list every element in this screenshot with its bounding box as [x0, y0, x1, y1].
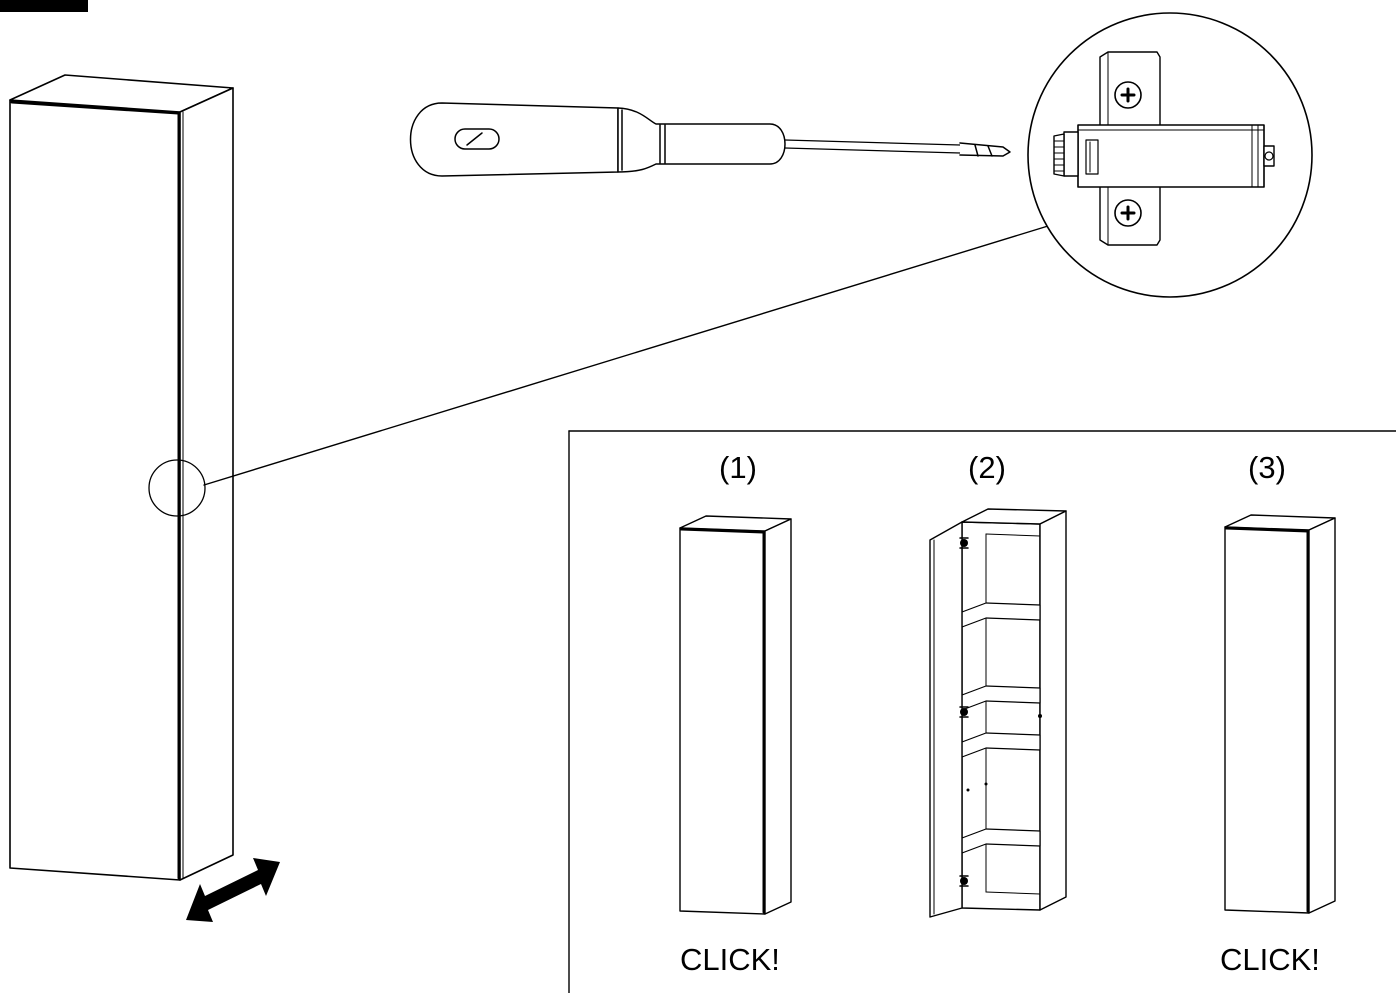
phillips-screwdriver-icon — [409, 102, 1011, 177]
cabinet-open-2 — [929, 508, 1067, 918]
cabinet-closed-1 — [679, 515, 792, 915]
panel-label-2: (2) — [968, 450, 1006, 485]
panel-caption-3: CLICK! — [1220, 942, 1320, 977]
panel-label-1: (1) — [719, 450, 757, 485]
detail-callout-circle — [148, 459, 206, 517]
large-cabinet — [9, 74, 1049, 881]
double-arrow-icon — [186, 858, 280, 922]
step-number-mark — [0, 0, 88, 12]
cabinet-closed-3 — [1224, 514, 1336, 914]
panel-caption-1: CLICK! — [680, 942, 780, 977]
inset-frame — [568, 430, 1396, 993]
panel-label-3: (3) — [1248, 450, 1286, 485]
callout-leader-line — [203, 225, 1049, 486]
push-to-open-latch-icon — [1027, 12, 1313, 298]
